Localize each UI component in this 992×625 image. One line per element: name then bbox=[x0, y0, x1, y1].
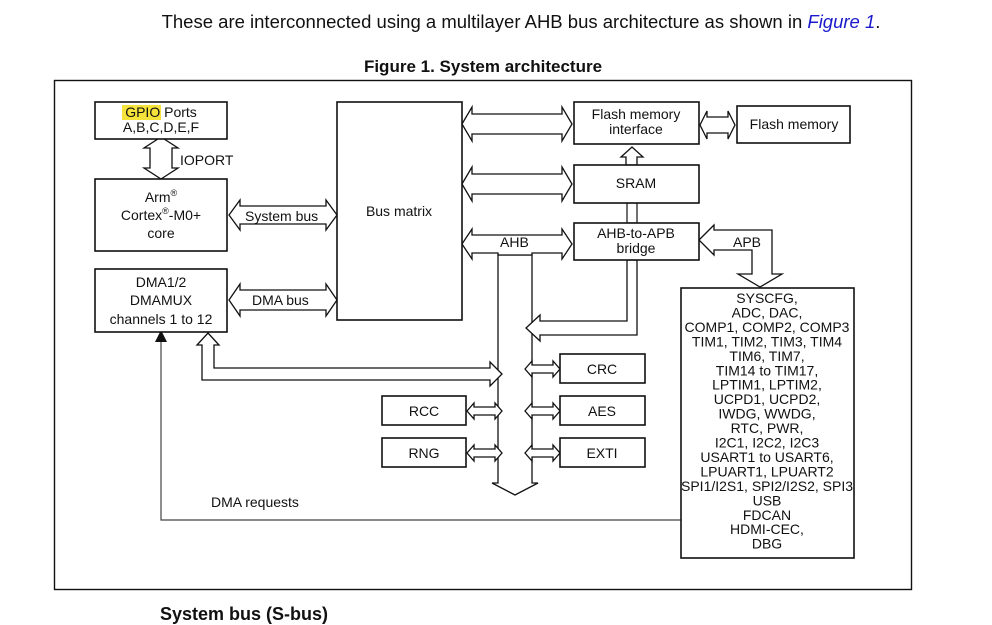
ioport-label: IOPORT bbox=[180, 152, 234, 168]
ioport-arrow bbox=[141, 136, 181, 180]
apb-peripheral-item: TIM6, TIM7, bbox=[729, 348, 804, 364]
flash-if-line1: Flash memory bbox=[592, 106, 681, 122]
apb-peripheral-item: TIM1, TIM2, TIM3, TIM4 bbox=[692, 333, 842, 349]
exti-label: EXTI bbox=[586, 445, 617, 461]
ahb-aes-arrow bbox=[524, 401, 561, 421]
gpio-ports-list: A,B,C,D,E,F bbox=[123, 119, 199, 135]
core-arm-text: Arm bbox=[145, 189, 171, 205]
system-bus-label: System bus bbox=[245, 208, 318, 224]
gpio-ports-block: GPIO Ports A,B,C,D,E,F bbox=[94, 101, 228, 140]
apb-arrow bbox=[698, 223, 785, 288]
exti-block: EXTI bbox=[559, 437, 646, 468]
svg-text:Cortex®-M0+: Cortex®-M0+ bbox=[121, 206, 201, 223]
apb-peripheral-item: UCPD1, UCPD2, bbox=[714, 391, 821, 407]
next-section-heading: System bus (S-bus) bbox=[160, 604, 329, 624]
matrix-flash-arrow bbox=[461, 104, 573, 144]
rcc-block: RCC bbox=[381, 395, 467, 426]
apb-peripheral-item: IWDG, WWDG, bbox=[718, 406, 815, 422]
apb-peripheral-item: DBG bbox=[752, 536, 782, 552]
apb-peripheral-item: USART1 to USART6, bbox=[700, 449, 833, 465]
aes-block: AES bbox=[559, 395, 646, 426]
core-cortex-text: Cortex bbox=[121, 207, 162, 223]
apb-peripheral-item: LPUART1, LPUART2 bbox=[700, 463, 834, 479]
sram-flashif-arrow bbox=[619, 146, 645, 166]
intro-text: These are interconnected using a multila… bbox=[161, 11, 808, 32]
matrix-sram-arrow bbox=[461, 164, 573, 204]
svg-text:GPIO Ports: GPIO Ports bbox=[125, 104, 197, 120]
bus-matrix-block: Bus matrix bbox=[336, 101, 463, 321]
flash-if-line2: interface bbox=[609, 121, 663, 137]
sram-block: SRAM bbox=[573, 164, 700, 204]
dma-line2: DMAMUX bbox=[130, 292, 193, 308]
gpio-ports-text: Ports bbox=[160, 104, 197, 120]
apb-peripheral-item: ADC, DAC, bbox=[732, 304, 803, 320]
apb-peripheral-item: RTC, PWR, bbox=[731, 420, 804, 436]
rng-block: RNG bbox=[381, 437, 467, 468]
bus-matrix-label: Bus matrix bbox=[366, 203, 432, 219]
gpio-highlight bbox=[122, 105, 161, 120]
apb-peripheral-item: LPTIM1, LPTIM2, bbox=[712, 377, 822, 393]
ahb-exti-arrow bbox=[524, 443, 561, 463]
dma-line3: channels 1 to 12 bbox=[110, 311, 213, 327]
apb-peripheral-item: FDCAN bbox=[743, 507, 791, 523]
intro-period: . bbox=[875, 11, 881, 32]
apb-peripherals-list: SYSCFG,ADC, DAC,COMP1, COMP2, COMP3TIM1,… bbox=[681, 290, 853, 552]
apb-peripheral-item: SPI1/I2S1, SPI2/I2S2, SPI3 bbox=[681, 478, 853, 494]
rcc-label: RCC bbox=[409, 403, 439, 419]
core-reg-mark-2: ® bbox=[162, 206, 169, 216]
rng-ahb-arrow bbox=[466, 443, 503, 463]
figure-frame bbox=[53, 79, 913, 591]
bridge-line1: AHB-to-APB bbox=[597, 225, 675, 241]
flashif-flash-arrow bbox=[699, 110, 736, 140]
apb-peripheral-item: HDMI-CEC, bbox=[730, 521, 804, 537]
ahb-vertical-bus bbox=[491, 254, 539, 496]
dma-requests-line bbox=[160, 340, 681, 521]
flash-memory-block: Flash memory bbox=[736, 105, 851, 144]
sram-label: SRAM bbox=[616, 175, 656, 191]
crc-block: CRC bbox=[559, 353, 646, 384]
dma-block: DMA1/2 DMAMUX channels 1 to 12 bbox=[94, 268, 228, 333]
flash-interface-block: Flash memory interface bbox=[573, 101, 700, 145]
ahb-crc-arrow bbox=[524, 359, 561, 379]
sram-bridge-connector bbox=[626, 202, 638, 224]
figure-title: Figure 1. System architecture bbox=[363, 57, 603, 76]
rcc-ahb-arrow bbox=[466, 401, 503, 421]
apb-peripheral-item: TIM14 to TIM17, bbox=[716, 362, 818, 378]
apb-peripherals-block: SYSCFG,ADC, DAC,COMP1, COMP2, COMP3TIM1,… bbox=[680, 287, 855, 559]
ahb-label: AHB bbox=[500, 234, 529, 250]
core-reg-mark: ® bbox=[171, 188, 178, 198]
apb-peripheral-item: USB bbox=[753, 492, 782, 508]
flash-memory-label: Flash memory bbox=[750, 116, 839, 132]
core-m0-text: -M0+ bbox=[169, 207, 201, 223]
ahb-apb-bridge-block: AHB-to-APB bridge bbox=[573, 222, 700, 261]
aes-label: AES bbox=[588, 403, 616, 419]
core-core-text: core bbox=[147, 225, 174, 241]
cortex-core-block: Arm® Cortex®-M0+ core bbox=[94, 178, 228, 252]
bridge-line2: bridge bbox=[617, 240, 656, 256]
apb-peripheral-item: SYSCFG, bbox=[736, 290, 797, 306]
ahb-bridge-arrow bbox=[461, 226, 573, 262]
dma-requests-label: DMA requests bbox=[211, 494, 299, 510]
svg-text:Arm®: Arm® bbox=[145, 188, 178, 205]
bridge-ahb-arrow bbox=[525, 259, 638, 343]
apb-peripheral-item: COMP1, COMP2, COMP3 bbox=[685, 319, 850, 335]
dma-line1: DMA1/2 bbox=[136, 274, 187, 290]
rng-label: RNG bbox=[408, 445, 439, 461]
apb-peripheral-item: I2C1, I2C2, I2C3 bbox=[715, 435, 819, 451]
intro-paragraph: These are interconnected using a multila… bbox=[0, 11, 992, 33]
figure-link[interactable]: Figure 1 bbox=[807, 11, 876, 32]
apb-label: APB bbox=[733, 234, 761, 250]
dma-bus-label: DMA bus bbox=[252, 292, 309, 308]
crc-label: CRC bbox=[587, 361, 617, 377]
ahb-dma-periph-arrow bbox=[195, 332, 503, 388]
dma-requests-arrowhead bbox=[155, 330, 167, 342]
gpio-highlight-text: GPIO bbox=[125, 104, 160, 120]
